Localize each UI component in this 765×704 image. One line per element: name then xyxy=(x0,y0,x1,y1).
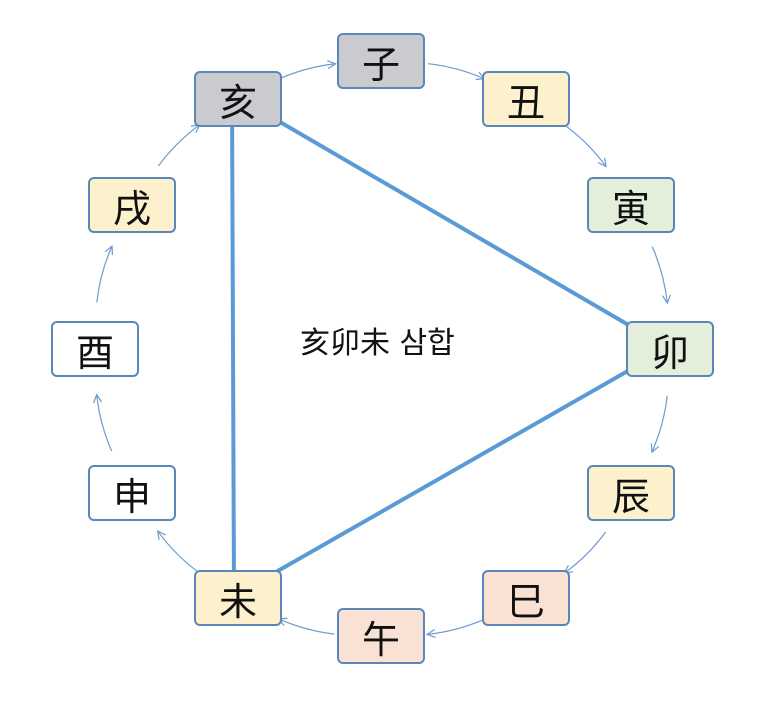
cycle-arrow xyxy=(97,396,113,452)
branch-chuk: 丑 xyxy=(482,71,570,127)
center-title: 亥卯未 삼합 xyxy=(300,326,455,361)
cycle-arrow xyxy=(652,395,668,452)
cycle-arrow xyxy=(565,531,607,573)
cycle-arrow xyxy=(564,124,606,166)
cycle-arrow xyxy=(651,246,667,303)
branch-o: 午 xyxy=(337,608,425,664)
branch-myo: 卯 xyxy=(626,321,714,377)
branch-hae: 亥 xyxy=(194,71,282,127)
cycle-arrow xyxy=(96,247,112,303)
branch-sul: 戌 xyxy=(88,177,176,233)
branch-sin: 申 xyxy=(88,465,176,521)
cycle-arrow xyxy=(158,532,200,573)
branch-mi: 未 xyxy=(194,570,282,626)
branch-ja: 子 xyxy=(337,33,425,89)
cycle-arrow xyxy=(427,63,484,79)
cycle-arrow xyxy=(428,618,485,634)
cycle-arrow xyxy=(157,125,199,167)
cycle-arrow xyxy=(279,64,335,80)
branch-sa: 巳 xyxy=(482,570,570,626)
branch-yu: 酉 xyxy=(51,321,139,377)
branch-in: 寅 xyxy=(587,177,675,233)
cycle-arrow xyxy=(279,619,335,635)
branch-jin: 辰 xyxy=(587,465,675,521)
